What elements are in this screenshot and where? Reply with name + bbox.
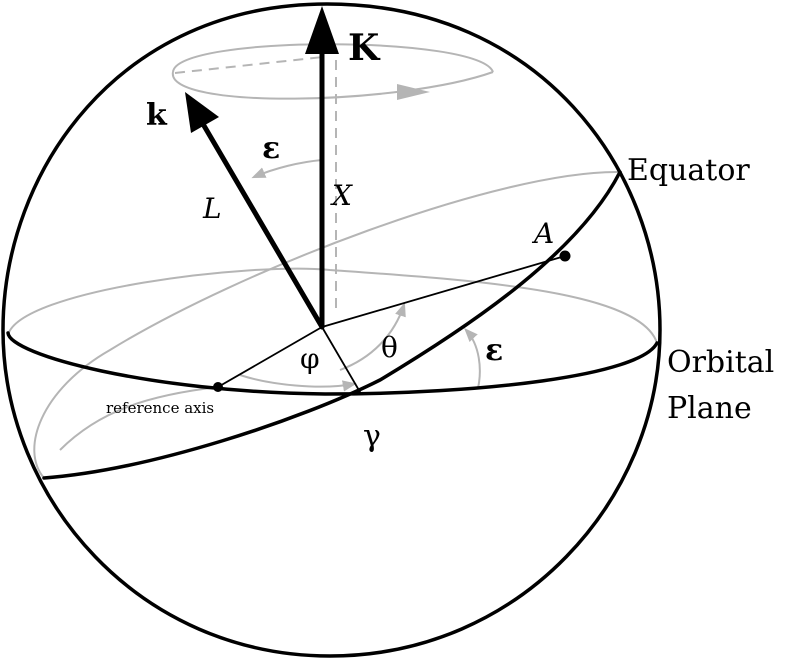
phi-arc: [239, 374, 357, 392]
reference-axis-line: [217, 326, 323, 388]
label-theta: θ: [381, 331, 398, 364]
point-a: [559, 250, 571, 262]
label-gamma: γ: [363, 419, 381, 454]
orbital-plane-back: [7, 267, 658, 344]
label-equator: Equator: [627, 153, 750, 188]
k-vector-arrowhead: [305, 6, 339, 54]
small-k-vector-arrowhead: [185, 92, 219, 133]
dashed-guides: [174, 56, 337, 310]
sphere-outline: [1, 2, 662, 658]
label-x: X: [330, 179, 353, 212]
label-epsilon-right: ε: [485, 333, 503, 368]
epsilon-tilt-arc: [251, 159, 323, 179]
label-big-k: K: [348, 27, 381, 69]
label-reference-axis: reference axis: [106, 399, 214, 417]
label-epsilon-top: ε: [262, 131, 280, 166]
line-to-point-a: [321, 255, 566, 328]
orbital-plane-front: [6, 331, 659, 396]
angle-arcs: [239, 159, 481, 392]
hidden-lines: [7, 43, 658, 479]
label-orbital: Orbital: [667, 345, 774, 380]
theta-arc: [339, 302, 406, 371]
small-k-vector-shaft: [200, 121, 325, 330]
epsilon-inclination-arc: [464, 327, 481, 389]
reference-axis-point: [213, 382, 223, 392]
main-lines: [1, 2, 662, 658]
label-a: A: [531, 217, 554, 250]
equator-front: [42, 170, 622, 480]
label-phi: φ: [300, 342, 320, 375]
precession-arrowhead: [397, 84, 430, 100]
label-small-k: k: [146, 98, 168, 133]
node-line-gamma: [321, 326, 361, 393]
precession-radius-dashed: [174, 56, 324, 74]
label-l: L: [202, 192, 222, 225]
equator-back: [33, 170, 621, 479]
ref-axis-arc-hidden: [59, 386, 219, 451]
precession-circle-front: [171, 71, 494, 100]
label-plane: Plane: [667, 391, 752, 426]
